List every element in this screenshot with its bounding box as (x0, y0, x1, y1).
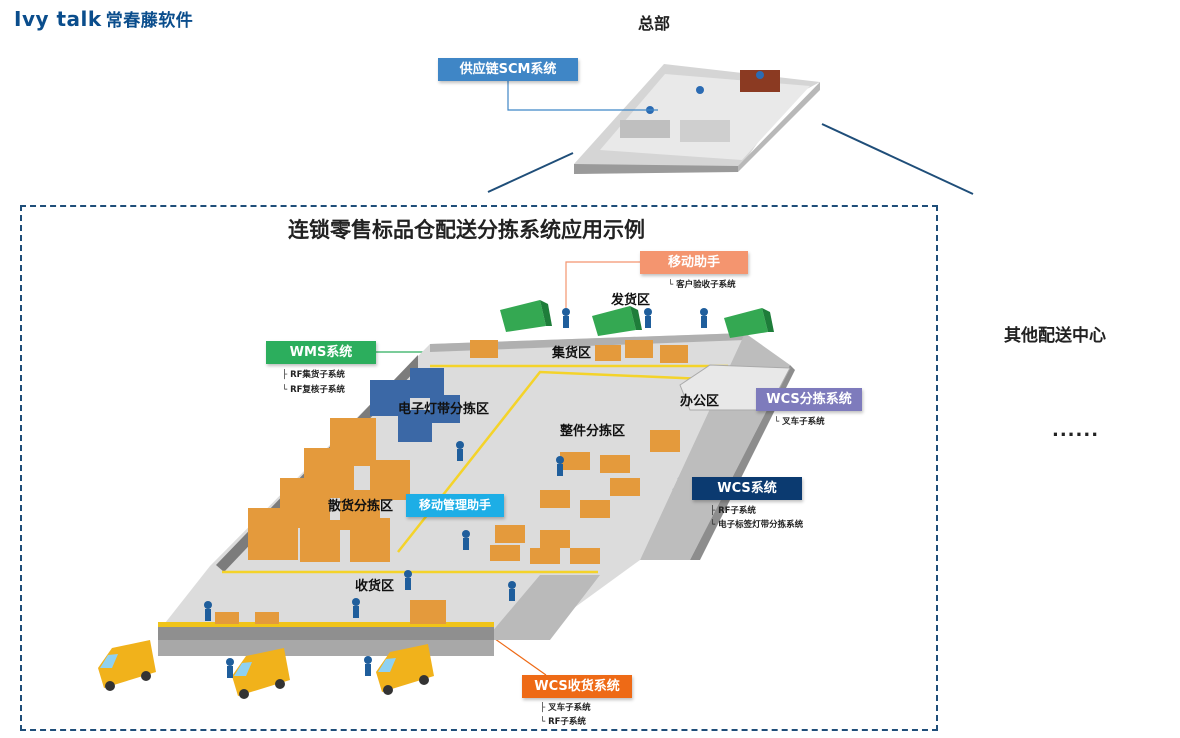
zone-consolidation: 集货区 (552, 346, 592, 361)
wcs-sort-sub-1: └ 叉车子系统 (774, 417, 825, 427)
zone-light-strip-sorting: 电子灯带分拣区 (398, 402, 490, 417)
scm-system-tag: 供应链SCM系统 (438, 58, 578, 81)
goods-boxes (215, 340, 688, 624)
workers (204, 308, 708, 678)
zone-whole-piece-sorting: 整件分拣区 (560, 424, 626, 439)
headquarters-title: 总部 (638, 14, 671, 33)
storage-racks (248, 368, 460, 562)
shipping-trucks (500, 300, 774, 338)
mobile-connector (565, 261, 640, 326)
hq-link-left (487, 152, 574, 193)
mobile-management-assistant-tag: 移动管理助手 (406, 494, 504, 517)
distribution-center-frame (20, 205, 938, 731)
zone-bulk-sorting: 散货分拣区 (328, 499, 394, 514)
wms-sub-1: ├ RF集货子系统 (282, 370, 345, 380)
zone-office: 办公区 (680, 394, 720, 409)
wcs-recv-sub-1: ├ 叉车子系统 (540, 703, 591, 713)
wcs-sorting-system-tag: WCS分拣系统 (756, 388, 862, 411)
main-title: 连锁零售标品仓配送分拣系统应用示例 (288, 218, 645, 242)
wms-sub-2: └ RF复核子系统 (282, 385, 345, 395)
other-centers-title: 其他配送中心 (1004, 326, 1106, 346)
scm-connector (507, 80, 658, 111)
wcs-sub-2: └ 电子标签灯带分拣系统 (710, 520, 804, 530)
wcs-receiving-system-tag: WCS收货系统 (522, 675, 632, 698)
zone-receiving: 收货区 (355, 579, 395, 594)
hq-building (574, 64, 820, 174)
wcs-system-tag: WCS系统 (692, 477, 802, 500)
wcs-sub-1: ├ RF子系统 (710, 506, 756, 516)
zone-shipping: 发货区 (611, 293, 651, 308)
mobile-sub-1: └ 客户验收子系统 (668, 280, 736, 290)
mobile-assistant-tag: 移动助手 (640, 251, 748, 274)
delivery-vans (98, 640, 434, 699)
wcs-recv-sub-2: └ RF子系统 (540, 717, 586, 727)
logo-brand: Ivy talk (14, 7, 102, 31)
hq-link-right (821, 123, 974, 195)
other-centers-ellipsis: ...... (1052, 420, 1100, 441)
wms-system-tag: WMS系统 (266, 341, 376, 364)
logo-cn-name: 常春藤软件 (105, 11, 194, 31)
